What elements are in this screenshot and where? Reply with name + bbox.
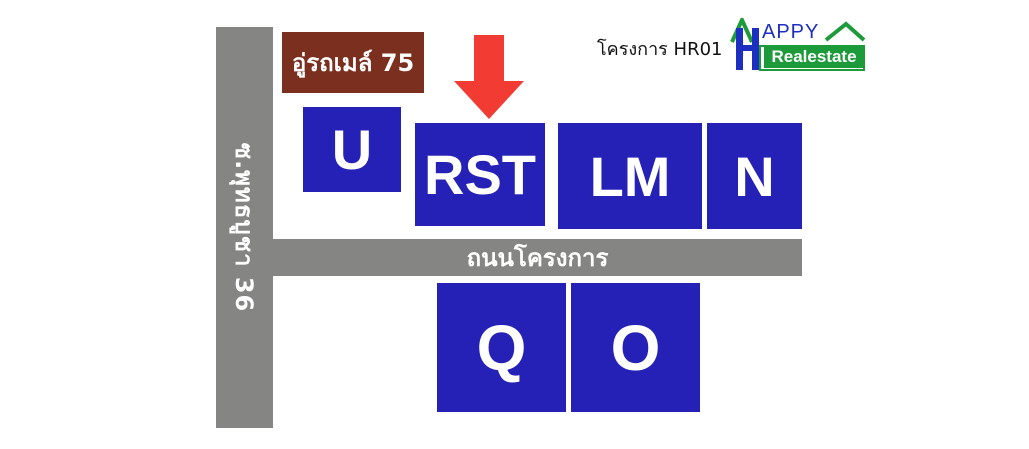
project-label: โครงการ HR01 xyxy=(597,39,723,60)
road-phutthabucha-36-label: ซ.พุทธบูชา 36 xyxy=(230,142,259,313)
lot-q: Q xyxy=(437,283,566,412)
down-arrow-icon xyxy=(454,35,524,119)
lot-n-label: N xyxy=(734,144,775,208)
logo-realestate-text: Realestate xyxy=(764,46,864,68)
bus-garage-75: อู่รถเมล์ 75 xyxy=(282,32,424,93)
lot-n: N xyxy=(707,123,802,229)
lot-o-label: O xyxy=(610,311,661,384)
lot-u: U xyxy=(303,107,401,192)
lot-lm: LM xyxy=(558,123,702,229)
lot-q-label: Q xyxy=(476,311,527,384)
happy-realestate-logo: APPY Realestate xyxy=(730,18,866,73)
logo-happy-text: APPY xyxy=(762,21,820,43)
lot-rst-label: RST xyxy=(424,143,536,206)
road-project-label: ถนนโครงการ xyxy=(466,244,609,272)
road-phutthabucha-36: ซ.พุทธบูชา 36 xyxy=(216,27,273,428)
lot-lm-label: LM xyxy=(589,144,671,208)
lot-rst: RST xyxy=(415,123,545,226)
bus-garage-label: อู่รถเมล์ 75 xyxy=(291,49,415,77)
lot-u-label: U xyxy=(331,118,373,181)
road-project: ถนนโครงการ xyxy=(273,239,802,276)
lot-o: O xyxy=(571,283,700,412)
